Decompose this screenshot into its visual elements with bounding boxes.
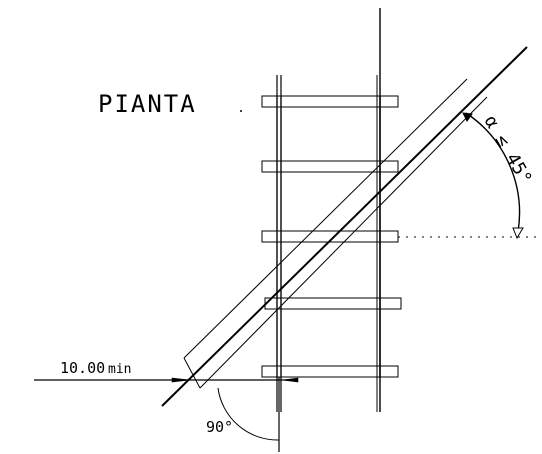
right-angle-arc: [217, 387, 280, 441]
title-dot: [240, 110, 242, 112]
diagonal-main-line: [161, 46, 528, 407]
dimension-arrow-right: [281, 377, 299, 383]
sleeper-1: [261, 95, 399, 108]
alpha-arrow-top: [462, 112, 473, 122]
sleeper-5: [261, 365, 399, 378]
sleeper-2: [261, 160, 399, 173]
alpha-angle-label: α ≤ 45°: [480, 112, 536, 188]
dimension-arrow-left: [171, 377, 191, 383]
drawing-title: PIANTA: [98, 90, 197, 118]
dimension-value: 10.00: [60, 359, 105, 377]
alpha-angle-arc: [465, 112, 521, 233]
right-angle-label: 90°: [206, 418, 233, 436]
alpha-arrow-bottom: [512, 227, 524, 240]
diagonal-band-upper-left: [183, 78, 468, 359]
diagonal-band-bottom-end: [183, 357, 201, 389]
dimension-unit: min: [108, 362, 131, 377]
diagonal-band-lower-right: [199, 96, 488, 389]
